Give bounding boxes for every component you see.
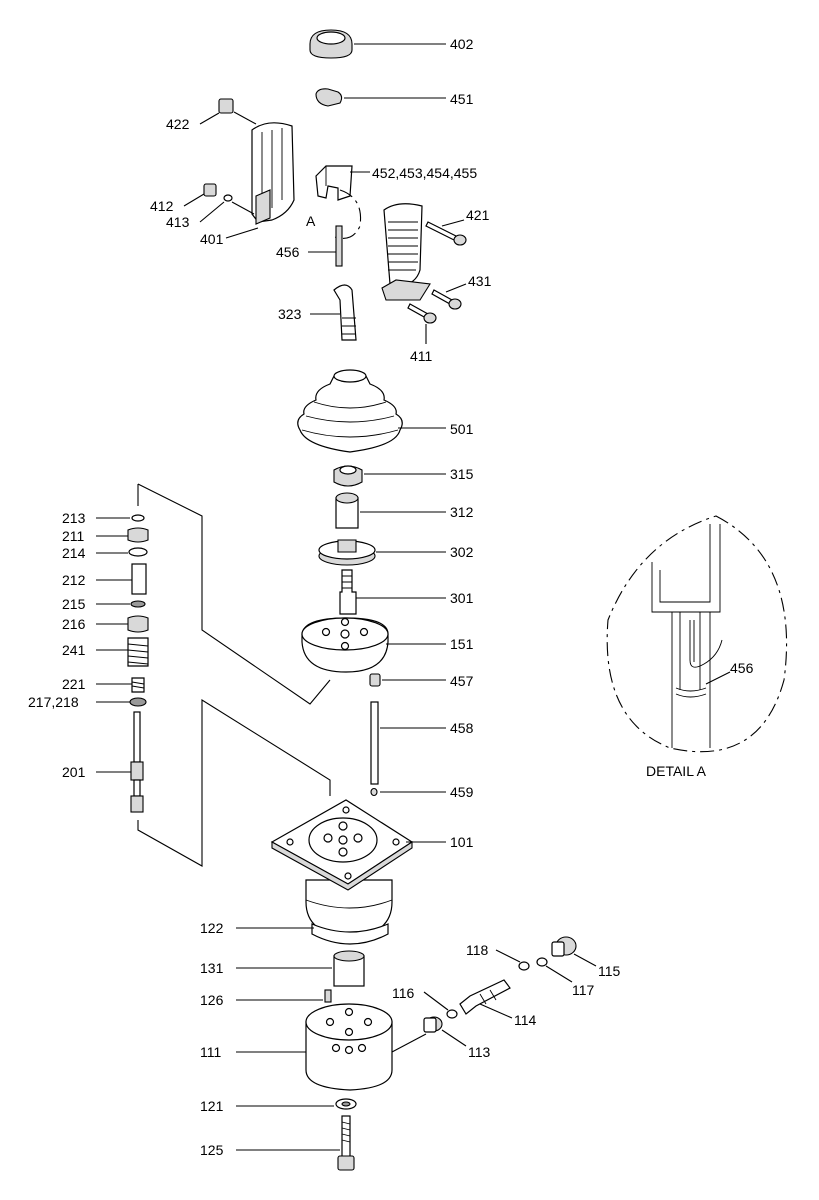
label-221: 221 [62, 676, 86, 692]
part-101-casing [270, 799, 414, 939]
part-323-tube [333, 284, 357, 341]
label-301: 301 [450, 590, 474, 606]
part-411-bolt [407, 303, 437, 324]
part-114-spool [459, 979, 511, 1015]
part-412-nut [203, 183, 217, 197]
part-458-rod [370, 701, 379, 785]
part-131-bushing [333, 950, 365, 987]
label-213: 213 [62, 510, 86, 526]
part-115-plug [551, 936, 577, 957]
label-118: 118 [466, 942, 489, 958]
label-212: 212 [62, 572, 86, 588]
label-216: 216 [62, 616, 86, 632]
label-a: A [306, 213, 316, 229]
label-452-455: 452,453,454,455 [372, 165, 477, 181]
label-241: 241 [62, 642, 86, 658]
label-402: 402 [450, 36, 474, 52]
label-117: 117 [572, 982, 595, 998]
part-111-port-block [305, 1003, 393, 1091]
label-422: 422 [166, 116, 190, 132]
label-302: 302 [450, 544, 474, 560]
detail-a-title: DETAIL A [646, 763, 707, 779]
part-431-bolt [431, 289, 462, 310]
label-114: 114 [514, 1012, 537, 1028]
detail-a-view [606, 515, 788, 753]
assembly-line-lower [137, 699, 331, 867]
part-312-sleeve [335, 492, 359, 529]
label-413: 413 [166, 214, 190, 230]
part-456-wire [335, 225, 343, 267]
label-411: 411 [410, 348, 433, 364]
part-402-cap [309, 29, 353, 59]
label-459: 459 [450, 784, 474, 800]
part-151-plate [301, 617, 389, 673]
label-412: 412 [150, 198, 174, 214]
label-451: 451 [450, 91, 474, 107]
label-115: 115 [598, 963, 621, 979]
label-217-218: 217,218 [28, 694, 79, 710]
label-431: 431 [468, 273, 492, 289]
label-501: 501 [450, 421, 474, 437]
detail-a-circle [331, 189, 362, 239]
label-113: 113 [468, 1044, 491, 1060]
label-111: 111 [200, 1044, 221, 1060]
part-lever-half-right [381, 203, 431, 301]
label-315: 315 [450, 466, 474, 482]
part-113-fitting [423, 1016, 443, 1033]
part-451-plug [315, 88, 343, 107]
label-121: 121 [200, 1098, 224, 1114]
part-302-disc [318, 539, 376, 566]
spool-assembly-200 [127, 514, 149, 813]
part-301-joint [339, 569, 357, 615]
label-456-detail: 456 [730, 660, 754, 676]
part-117-ring [536, 957, 548, 967]
label-211: 211 [62, 528, 85, 544]
label-131: 131 [200, 960, 224, 976]
label-122: 122 [200, 920, 224, 936]
label-101: 101 [450, 834, 474, 850]
label-126: 126 [200, 992, 224, 1008]
part-118-ring [518, 961, 530, 971]
part-401-lever-half [251, 122, 295, 225]
part-125-bolt [337, 1115, 355, 1171]
label-421: 421 [466, 207, 490, 223]
label-214: 214 [62, 545, 86, 561]
label-457: 457 [450, 673, 474, 689]
part-126-pin [324, 989, 332, 1003]
label-456: 456 [276, 244, 300, 260]
part-315-nut [333, 465, 363, 487]
part-452-switch [315, 165, 353, 201]
label-458: 458 [450, 720, 474, 736]
label-312: 312 [450, 504, 474, 520]
part-116-oring [446, 1009, 458, 1019]
label-151: 151 [450, 636, 474, 652]
part-421-bolt [425, 221, 467, 246]
part-457 [369, 673, 381, 687]
part-501-boot [297, 369, 403, 453]
label-201: 201 [62, 764, 86, 780]
label-323: 323 [278, 306, 302, 322]
part-459 [370, 787, 378, 797]
label-401: 401 [200, 231, 224, 247]
part-413-washer [223, 194, 233, 202]
part-122-seal [311, 923, 389, 945]
label-116: 116 [392, 985, 415, 1001]
label-215: 215 [62, 596, 86, 612]
assembly-line-upper [137, 483, 331, 705]
label-125: 125 [200, 1142, 224, 1158]
part-422-nut [218, 98, 234, 114]
